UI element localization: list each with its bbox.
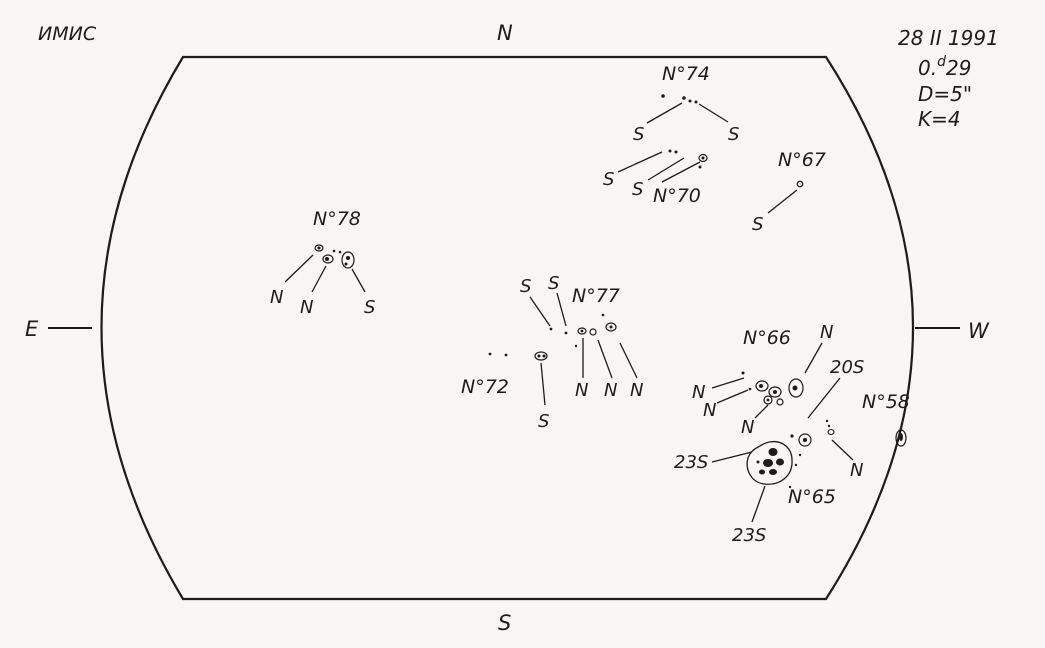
region-78-polarity-n-1: N: [270, 287, 283, 308]
region-70-polarity-s-2: S: [632, 179, 643, 200]
region-74-polarity-s-left: S: [633, 124, 644, 145]
region-72: N°72 S: [461, 351, 549, 432]
region-66-polarity-n-2: N: [703, 400, 716, 421]
region-77-label: N°77: [572, 285, 620, 307]
region-67-label: N°67: [778, 149, 826, 171]
region-78: N°78 N N S: [270, 208, 375, 318]
south-label: S: [498, 611, 511, 635]
region-65-polarity-20s: 20S: [830, 357, 864, 378]
region-70-polarity-s-1: S: [603, 169, 614, 190]
region-67: N°67 S: [752, 149, 826, 235]
region-65-polarity-23s-left: 23S: [674, 452, 708, 473]
observation-date: 28 II 1991: [898, 26, 999, 50]
region-77-polarity-n-2: N: [604, 380, 617, 401]
region-77-polarity-s-1: S: [520, 276, 531, 297]
region-78-polarity-n-2: N: [300, 297, 313, 318]
region-78-label: N°78: [313, 208, 361, 230]
region-74-label: N°74: [662, 63, 710, 85]
region-65: 20S N 23S 23S N°65: [674, 357, 864, 546]
region-77-polarity-s-2: S: [548, 273, 559, 294]
region-70: S S N°70: [603, 149, 708, 207]
region-77: S S N°77 N N N: [520, 273, 643, 401]
west-label: W: [968, 319, 990, 343]
observatory-label: ИМИС: [38, 23, 97, 45]
region-65-polarity-23s-bottom: 23S: [732, 525, 766, 546]
solar-disk-outline: [100, 55, 914, 601]
region-66-label: N°66: [743, 327, 791, 349]
region-66-polarity-n-1: N: [692, 382, 705, 403]
region-58: N°58: [862, 391, 910, 447]
region-72-polarity-s: S: [538, 411, 549, 432]
region-58-label: N°58: [862, 391, 910, 413]
region-66: N°66 N N N N: [692, 322, 833, 438]
observation-diameter: D=5": [918, 82, 972, 106]
region-70-label: N°70: [653, 185, 701, 207]
east-label: E: [25, 317, 39, 341]
region-66-polarity-n-3: N: [741, 417, 754, 438]
region-65-label: N°65: [788, 486, 836, 508]
region-66-polarity-n-top: N: [820, 322, 833, 343]
region-78-polarity-s: S: [364, 297, 375, 318]
region-74: N°74 S S: [633, 63, 739, 145]
region-74-polarity-s-right: S: [728, 124, 739, 145]
region-77-polarity-n-3: N: [630, 380, 643, 401]
region-77-polarity-n-1: N: [575, 380, 588, 401]
observation-k-index: K=4: [918, 107, 961, 131]
north-label: N: [497, 21, 513, 45]
region-67-polarity-s: S: [752, 214, 763, 235]
region-72-label: N°72: [461, 376, 509, 398]
observation-time: 0.d29: [918, 54, 971, 80]
region-65-polarity-n: N: [850, 460, 863, 481]
